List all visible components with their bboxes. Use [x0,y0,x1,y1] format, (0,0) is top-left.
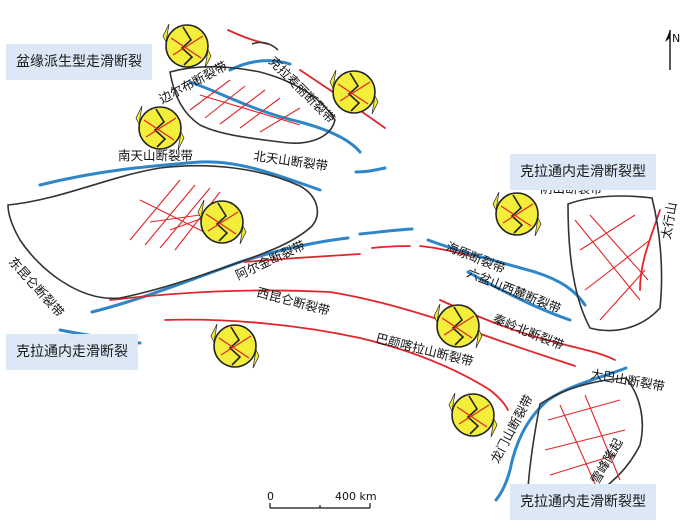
type-box-top-left: 盆缘派生型走滑断裂 [6,44,152,80]
scale-zero: 0 [267,490,274,503]
kinematic-circle [492,191,542,237]
red-fault-line [419,245,471,257]
north-arrow-icon: N [665,30,680,70]
basin-outline [251,41,279,51]
red-fault-line [371,245,411,249]
fault-label-north-tianshan: 北天山断裂带 [253,148,329,173]
scale-end: 400 km [335,490,377,503]
tarim-internal-faults [129,179,226,251]
red-fault-line [164,318,509,411]
fault-label-dabashan: 大巴山断裂带 [589,366,665,394]
kinematic-circle [329,69,379,115]
north-label: N [672,32,680,45]
sichuan-internal-faults [544,394,626,496]
fault-label-south-tianshan: 南天山断裂带 [118,148,193,163]
kinematic-circle [210,323,260,369]
fault-label-xuefeng: 雪峰隆起 [588,435,626,486]
kinematic-circle [197,199,247,245]
tarim-basin-outline [7,164,319,300]
blue-fault-line [358,227,414,236]
internal-fault-clusters [129,79,651,496]
kinematic-circle [162,23,212,69]
kinematic-circle [448,392,498,438]
fault-label-east-kunlun: 东昆仑断裂带 [6,254,67,320]
blue-fault-line [426,238,587,307]
red-fault-line [109,289,576,367]
type-box-bottom-right: 克拉通内走滑断裂型 [510,484,656,520]
fault-label-west-kunlun: 西昆仑断裂带 [255,284,331,318]
kinematic-circle [433,303,483,349]
red-fault-line [244,253,361,263]
kinematic-circle [135,105,185,151]
sichuan-basin-outline [527,377,644,507]
fault-label-qinling: 秦岭北断裂带 [491,311,566,353]
blue-fault-lines [38,59,642,502]
ordos-internal-faults [574,214,651,321]
scale-bar: 0 400 km [267,490,377,509]
blue-fault-line [38,160,322,192]
type-box-mid-right: 克拉通内走滑断裂型 [510,154,656,190]
blue-fault-line [494,366,628,502]
ordos-basin-outline [567,195,663,332]
junggar-basin-outline [169,65,336,144]
junggar-internal-faults [189,79,301,133]
blue-fault-line [354,166,387,174]
fault-label-taihang: 太行山 [658,201,679,241]
fault-label-liupanshan: 六盆山西麓断裂带 [465,265,563,316]
basin-outlines [7,41,663,507]
blue-fault-line [466,270,572,322]
type-box-bottom-left: 克拉通内走滑断裂 [6,334,138,370]
